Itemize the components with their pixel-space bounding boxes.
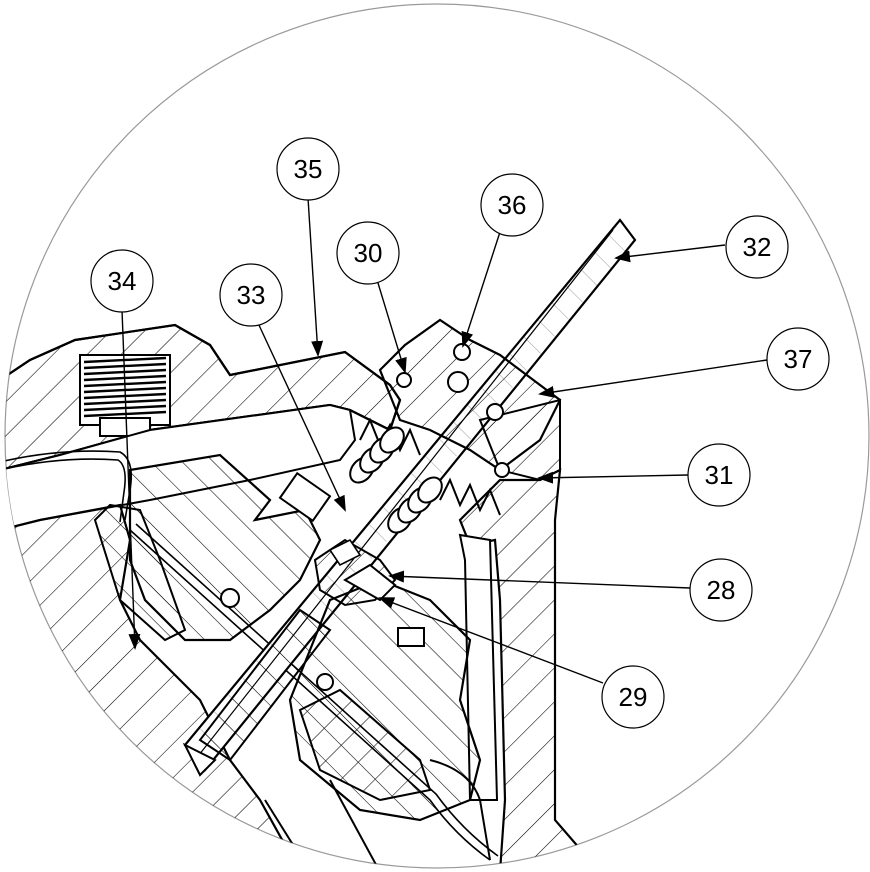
callout-label: 31 xyxy=(705,460,734,490)
callout-31: 31 xyxy=(687,443,751,507)
callout-35: 35 xyxy=(276,137,340,201)
callout-bubble xyxy=(90,249,154,313)
callout-label: 36 xyxy=(498,190,527,220)
left-retainer-nut xyxy=(93,453,332,642)
callout-bubble xyxy=(725,215,789,279)
callout-label: 34 xyxy=(108,266,137,296)
callout-30: 30 xyxy=(336,221,400,285)
callout-bubble xyxy=(687,443,751,507)
callout-label: 37 xyxy=(784,344,813,374)
callout-36: 36 xyxy=(480,173,544,237)
leader-34 xyxy=(121,309,141,650)
seat-plug xyxy=(313,538,397,607)
callout-label: 28 xyxy=(707,575,736,605)
callout-label: 35 xyxy=(294,154,323,184)
leader-32 xyxy=(614,244,726,263)
leader-31 xyxy=(537,471,689,484)
leader-35 xyxy=(307,197,324,357)
callout-label: 29 xyxy=(619,682,648,712)
callout-bubble xyxy=(689,558,753,622)
callout-bubble xyxy=(766,327,830,391)
leader-36 xyxy=(461,231,501,348)
packing-housing xyxy=(378,318,562,482)
callout-29: 29 xyxy=(601,665,665,729)
leader-37 xyxy=(538,359,768,398)
callout-bubble xyxy=(336,221,400,285)
callout-34: 34 xyxy=(90,249,154,313)
assembly-section xyxy=(5,218,637,868)
callout-bubble xyxy=(601,665,665,729)
leader-lines xyxy=(121,197,768,684)
leader-28 xyxy=(388,570,691,589)
callout-bubble xyxy=(219,263,283,327)
callout-28: 28 xyxy=(689,558,753,622)
callout-label: 33 xyxy=(237,280,266,310)
coil-spring xyxy=(349,426,443,534)
leader-33 xyxy=(257,322,346,512)
leader-30 xyxy=(377,282,407,374)
callout-32: 32 xyxy=(725,215,789,279)
lower-stem-segment xyxy=(182,608,332,777)
callout-label: 32 xyxy=(743,232,772,262)
callout-37: 37 xyxy=(766,327,830,391)
callout-label: 30 xyxy=(354,238,383,268)
callout-bubble xyxy=(480,173,544,237)
callout-33: 33 xyxy=(219,263,283,327)
leader-29 xyxy=(378,597,604,684)
callout-bubble xyxy=(276,137,340,201)
